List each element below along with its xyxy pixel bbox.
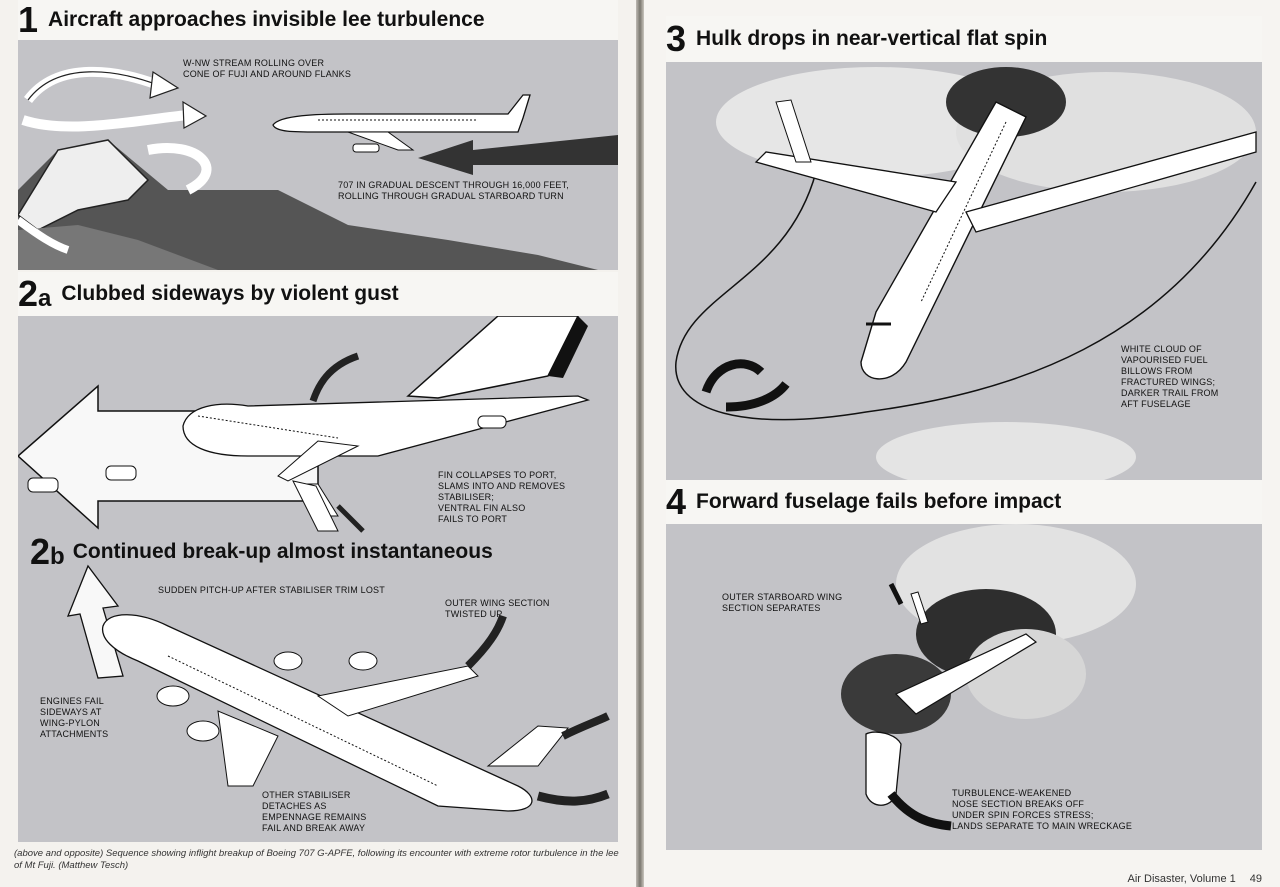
ventral-fin bbox=[292, 480, 339, 532]
panel-2b-heading: 2b Continued break-up almost instantaneo… bbox=[30, 534, 493, 570]
nose-separation-illustration bbox=[841, 524, 1136, 831]
boeing-707-fragments bbox=[865, 591, 1038, 806]
detached-fin-shadow bbox=[548, 316, 588, 378]
aircraft-path-arrow bbox=[418, 135, 618, 175]
note-pitch-up: SUDDEN PITCH-UP AFTER STABILISER TRIM LO… bbox=[158, 585, 385, 595]
foothills bbox=[18, 225, 218, 270]
fuji-approach-illustration bbox=[18, 66, 618, 270]
tail-arrow bbox=[561, 712, 610, 740]
fin-motion-arrow bbox=[309, 352, 360, 403]
flat-spin-illustration bbox=[675, 67, 1257, 480]
page-number: 49 bbox=[1249, 873, 1262, 885]
note-outer-wing: OUTER WING SECTION TWISTED UP bbox=[445, 598, 550, 619]
book-gutter bbox=[636, 0, 644, 887]
mountain-range bbox=[18, 140, 598, 270]
dark-smoke-trail bbox=[946, 67, 1066, 137]
detached-fin bbox=[406, 316, 579, 399]
panel-4-heading: 4 Forward fuselage fails before impact bbox=[666, 480, 1262, 524]
panel-3-title: Hulk drops in near-vertical flat spin bbox=[696, 27, 1048, 50]
note-stream: W-NW STREAM ROLLING OVER CONE OF FUJI AN… bbox=[183, 58, 352, 79]
outer-wing-arrow bbox=[465, 614, 507, 669]
panel-3-heading: 3 Hulk drops in near-vertical flat spin bbox=[666, 16, 1262, 62]
figure-caption: (above and opposite) Sequence showing in… bbox=[14, 848, 619, 871]
right-page: 3 Hulk drops in near-vertical flat spin bbox=[644, 0, 1280, 887]
panel-1-number: 1 bbox=[18, 0, 39, 40]
ventral-fin-arrow bbox=[336, 504, 365, 533]
panel-1-illustration: W-NW STREAM ROLLING OVER CONE OF FUJI AN… bbox=[18, 40, 618, 270]
note-nose-section: TURBULENCE-WEAKENED NOSE SECTION BREAKS … bbox=[952, 788, 1133, 831]
wind-arrow-2 bbox=[21, 110, 189, 132]
note-outer-starboard-wing: OUTER STARBOARD WING SECTION SEPARATES bbox=[722, 592, 843, 613]
panel-3-number: 3 bbox=[666, 18, 687, 59]
panel-2a-number: 2a bbox=[18, 273, 52, 314]
wing-separation-arrow bbox=[888, 582, 904, 606]
spin-arrow-2 bbox=[725, 381, 790, 412]
wind-arrow-1-outline bbox=[27, 71, 159, 101]
spin-arrow-1 bbox=[701, 359, 765, 394]
book-title: Air Disaster, Volume 1 bbox=[1127, 873, 1236, 885]
panel-2-illustration: FIN COLLAPSES TO PORT, SLAMS INTO AND RE… bbox=[18, 316, 618, 842]
nose-fall-arrow bbox=[887, 791, 952, 831]
panel-4-number: 4 bbox=[666, 481, 687, 522]
wind-arrow-2-head bbox=[182, 100, 208, 129]
panel-4-title: Forward fuselage fails before impact bbox=[696, 490, 1062, 513]
note-cloud: WHITE CLOUD OF VAPOURISED FUEL BILLOWS F… bbox=[1121, 344, 1219, 409]
boeing-707-flat-spin bbox=[754, 99, 1257, 380]
panel-2a-heading: 2a Clubbed sideways by violent gust bbox=[18, 272, 618, 316]
boeing-707-side-view bbox=[272, 94, 531, 153]
panel-3-illustration: WHITE CLOUD OF VAPOURISED FUEL BILLOWS F… bbox=[666, 62, 1262, 480]
empennage-arrow bbox=[536, 789, 610, 806]
note-descent: 707 IN GRADUAL DESCENT THROUGH 16,000 FE… bbox=[338, 180, 570, 201]
left-page: 1 Aircraft approaches invisible lee turb… bbox=[0, 0, 636, 887]
breakup-illustration bbox=[18, 316, 610, 812]
note-fin: FIN COLLAPSES TO PORT, SLAMS INTO AND RE… bbox=[438, 470, 566, 524]
spin-ribbon bbox=[675, 171, 1257, 421]
panel-1-title: Aircraft approaches invisible lee turbul… bbox=[48, 8, 485, 31]
panel-2a-title: Clubbed sideways by violent gust bbox=[61, 282, 399, 305]
panel-1-heading: 1 Aircraft approaches invisible lee turb… bbox=[18, 0, 618, 40]
wind-arrow-1 bbox=[24, 66, 160, 104]
panel-4-illustration: OUTER STARBOARD WING SECTION SEPARATES T… bbox=[666, 524, 1262, 850]
lee-arrow bbox=[18, 216, 70, 254]
lower-cloud bbox=[876, 422, 1136, 480]
mt-fuji-snowcap bbox=[18, 139, 150, 231]
wind-arrow-1-head bbox=[149, 70, 180, 99]
rotor-arrow bbox=[147, 143, 212, 195]
panel-2b-title: Continued break-up almost instantaneous bbox=[72, 540, 493, 563]
boeing-707-breakup-view bbox=[101, 614, 569, 812]
page-folio: Air Disaster, Volume 1 49 bbox=[1114, 873, 1262, 885]
note-engines: ENGINES FAIL SIDEWAYS AT WING-PYLON ATTA… bbox=[40, 696, 109, 739]
panel-2b-number: 2b bbox=[30, 531, 65, 572]
note-stabiliser: OTHER STABILISER DETACHES AS EMPENNAGE R… bbox=[262, 790, 367, 833]
